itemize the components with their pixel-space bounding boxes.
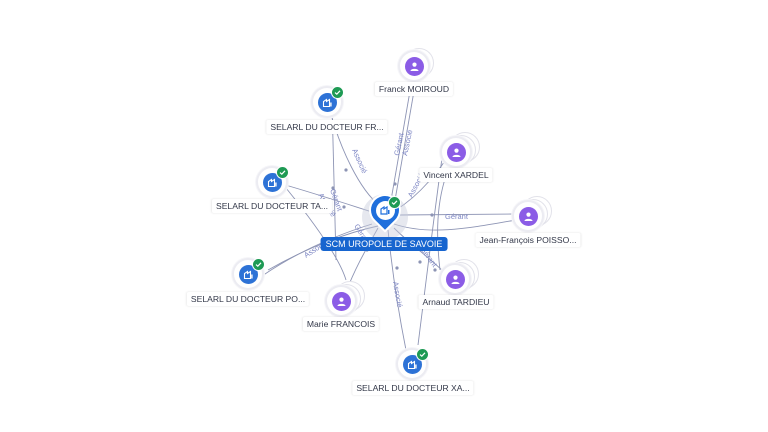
verified-check-icon: [416, 348, 429, 361]
node-label-franck[interactable]: Franck MOIROUD: [374, 82, 454, 96]
person-icon: [446, 142, 466, 162]
node-bubble: [442, 138, 470, 166]
edge-jean-2: [393, 219, 517, 231]
verified-check-icon: [252, 258, 265, 271]
center-node-label[interactable]: SCM UROPOLE DE SAVOIE: [320, 237, 448, 251]
verified-check-icon: [388, 196, 401, 209]
company-icon: [402, 354, 422, 374]
node-bubble: [327, 287, 355, 315]
node-bubble: [400, 52, 428, 80]
person-icon: [404, 56, 424, 76]
company-icon: [238, 264, 258, 284]
node-label-selarl-ta[interactable]: SELARL DU DOCTEUR TA...: [211, 199, 333, 213]
edge-jean: [399, 213, 515, 216]
node-label-marie[interactable]: Marie FRANCOIS: [302, 317, 380, 331]
node-label-selarl-xa[interactable]: SELARL DU DOCTEUR XA...: [352, 381, 474, 395]
node-label-vincent[interactable]: Vincent XARDEL: [419, 168, 493, 182]
verified-check-icon: [331, 86, 344, 99]
edge-label-jean-gerant: Gérant: [445, 212, 469, 221]
node-label-arnaud[interactable]: Arnaud TARDIEU: [418, 295, 494, 309]
node-bubble: [258, 168, 286, 196]
person-icon: [331, 291, 351, 311]
node-bubble: [441, 265, 469, 293]
node-label-jean[interactable]: Jean-François POISSO...: [475, 233, 581, 247]
edge-label-selarl-xa-associe: Associé: [391, 281, 404, 308]
edge-selarl-po: [261, 223, 373, 277]
person-icon: [518, 206, 538, 226]
edge-arnaud: [393, 227, 447, 275]
center-node[interactable]: [358, 190, 412, 244]
node-label-selarl-po[interactable]: SELARL DU DOCTEUR PO...: [186, 292, 310, 306]
company-icon: [317, 92, 337, 112]
node-label-selarl-fr[interactable]: SELARL DU DOCTEUR FR...: [266, 120, 388, 134]
node-bubble: [514, 202, 542, 230]
company-icon: [262, 172, 282, 192]
edge-selarl-ta: [281, 183, 373, 213]
verified-check-icon: [276, 166, 289, 179]
person-icon: [445, 269, 465, 289]
